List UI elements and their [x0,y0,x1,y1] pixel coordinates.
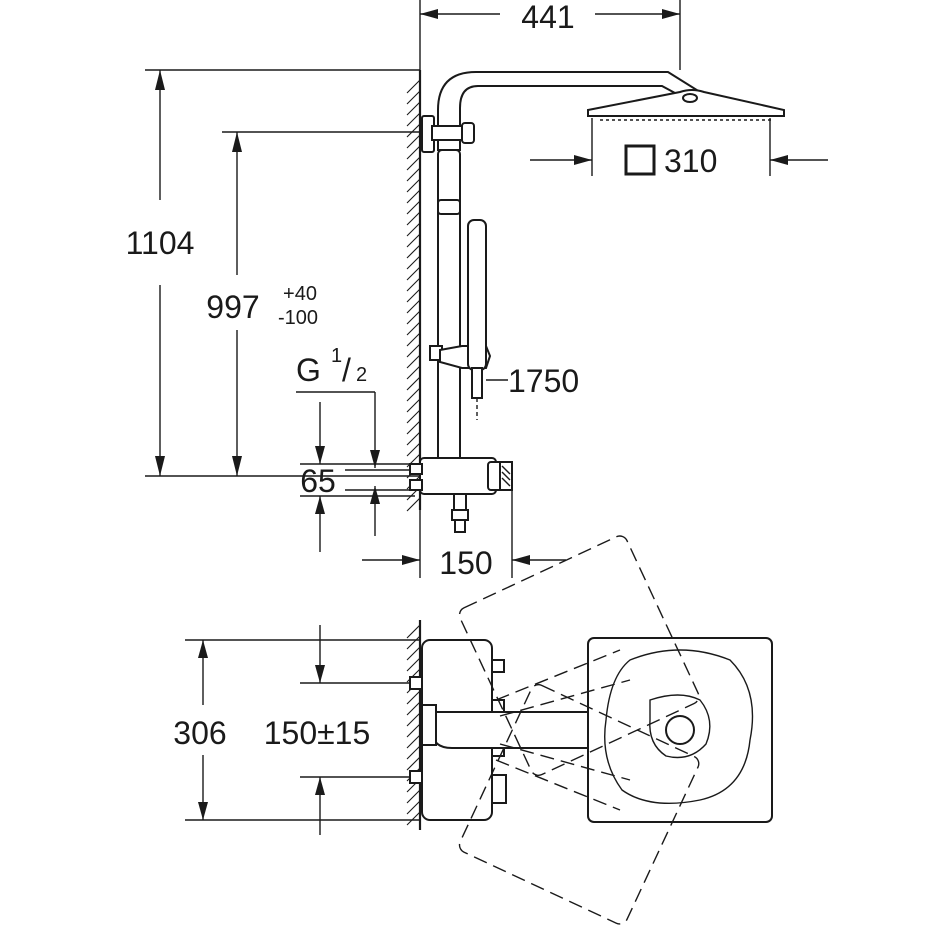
wall-hatch-line [406,145,421,160]
dimension-306: 306 [173,639,420,821]
wall-hatch-line [406,624,421,639]
wall-hatch-line [406,756,421,771]
thread-g-label: G [296,352,321,388]
wall-hatch-line [406,101,421,116]
thermostat-side [409,457,513,533]
dim-150-15-label: 150±15 [264,715,371,751]
wall-hatch-line [406,409,421,424]
wall-hatch-line [406,277,421,292]
shower-system-top-view: 306 150±15 [173,535,773,925]
wall-hatch-line [406,321,421,336]
wall-hatch-line [406,200,421,215]
dim-306-label: 306 [173,715,226,751]
wall-hatch-line [406,789,421,804]
wall-hatch-line [406,800,421,815]
wall-hatch-line [406,723,421,738]
wall-hatch-line [406,646,421,661]
wall-hatch-line [406,657,421,672]
wall-hatch-line [406,365,421,380]
square-icon [624,144,656,176]
dimension-150: 150 [362,476,566,581]
shower-column-side-view: 1750 310 [409,71,828,533]
wall-hatch-line [406,701,421,716]
wall-lower [406,620,422,830]
wall-hatch-line [406,635,421,650]
wall-hatch-line [406,255,421,270]
wall-hatch-line [406,310,421,325]
wall-hatch-line [406,134,421,149]
wall-hatch-line [406,112,421,127]
wall-hatch-line [406,288,421,303]
wall-hatch-line [406,712,421,727]
dim-1750-label: 1750 [508,363,579,399]
wall-hatch-line [406,442,421,457]
wall-hatch-line [406,420,421,435]
wall-hatch-line [406,244,421,259]
wall-hatch-line [406,222,421,237]
wall-hatch-line [406,734,421,749]
dim-310-label: 310 [664,143,717,179]
wall-hatch-line [406,167,421,182]
head-rotation-range [458,535,700,925]
wall-hatch-line [406,332,421,347]
thread-annotation: G 1 / 2 [296,345,380,468]
wall-hatch-line [406,343,421,358]
hand-shower [467,219,487,420]
wall-hatch-line [406,178,421,193]
wall-hatch-line [406,233,421,248]
dim-150-label: 150 [439,545,492,581]
wall-hatch-line [406,431,421,446]
wall-hatch-line [406,79,421,94]
wall-hatch-line [406,189,421,204]
wall-hatch-line [406,354,421,369]
dimension-65: 65 [300,402,415,552]
dim-65-label: 65 [300,463,336,499]
wall-hatch-line [406,123,421,138]
dim-997-tol-minus: -100 [278,307,318,329]
wall-hatch-line [406,90,421,105]
wall-hatch-line [406,497,421,512]
wall-upper [406,70,422,512]
dim-1104-label: 1104 [126,225,195,261]
dimension-150-15: 150±15 [264,625,415,835]
dim-441-label: 441 [521,0,574,35]
wall-hatch-line [406,690,421,705]
dim-997-tol-plus: +40 [283,283,317,305]
wall-hatch-line [406,376,421,391]
dim-997-label: 997 [206,289,259,325]
wall-hatch-line [406,211,421,226]
thread-slash: / [342,352,351,388]
thread-denominator: 2 [356,364,367,386]
wall-hatch-line [406,387,421,402]
wall-hatch-line [406,811,421,826]
wall-hatch-line [406,745,421,760]
dimension-310: 310 [530,118,828,179]
dimension-997: 997 +40 -100 [206,131,432,476]
dimension-1104: 1104 [126,69,420,477]
wall-hatch-line [406,398,421,413]
wall-hatch-line [406,266,421,281]
thread-numerator: 1 [331,345,342,367]
wall-hatch-line [406,299,421,314]
head-shower-side [587,89,785,121]
wall-hatch-line [406,156,421,171]
dimension-441: 441 [419,0,681,70]
